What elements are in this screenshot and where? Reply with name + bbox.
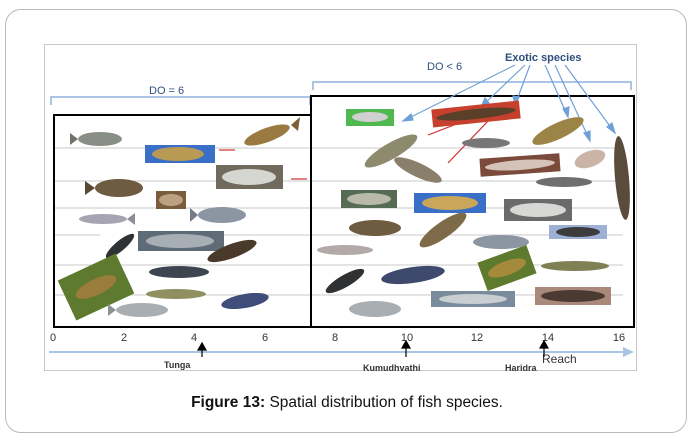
fish-images-right bbox=[317, 100, 630, 317]
fish-image bbox=[394, 157, 442, 183]
fish-image bbox=[79, 213, 135, 225]
fish-image bbox=[317, 245, 373, 255]
do-left-label: DO = 6 bbox=[149, 85, 184, 97]
fish-image bbox=[349, 301, 401, 317]
fish-image bbox=[156, 191, 186, 209]
fish-images-left bbox=[57, 117, 300, 321]
fish-image bbox=[574, 149, 606, 169]
tick-label: 16 bbox=[613, 332, 625, 344]
tick-label: 12 bbox=[471, 332, 483, 344]
fish-image bbox=[85, 179, 143, 197]
fish-image bbox=[419, 212, 467, 248]
fish-image bbox=[221, 292, 269, 310]
location-markers bbox=[196, 339, 550, 357]
fish-image bbox=[207, 239, 257, 263]
fish-image bbox=[100, 232, 140, 260]
fish-image bbox=[479, 153, 561, 177]
caption-label: Figure 13: bbox=[191, 394, 266, 411]
fish-image bbox=[614, 136, 630, 220]
fish-image bbox=[381, 265, 445, 285]
do-left-bracket bbox=[50, 96, 311, 105]
fish-image bbox=[431, 100, 521, 128]
reach-axis-label: Reach bbox=[542, 352, 577, 366]
fish-image bbox=[57, 253, 135, 321]
figure-caption: Figure 13: Spatial distribution of fish … bbox=[0, 394, 694, 412]
do-right-region bbox=[310, 95, 635, 328]
fish-image bbox=[341, 190, 397, 208]
exotic-species-label: Exotic species bbox=[505, 52, 581, 64]
figure-panel: DO = 6 DO < 6 Exotic species bbox=[44, 44, 637, 373]
fish-image bbox=[216, 165, 283, 189]
location-tunga: Tunga bbox=[164, 360, 191, 370]
tick-label: 14 bbox=[542, 332, 554, 344]
fish-image bbox=[541, 261, 609, 271]
fish-image bbox=[346, 109, 394, 126]
fish-image bbox=[535, 287, 611, 305]
caption-text: Spatial distribution of fish species. bbox=[265, 394, 503, 411]
x-axis-ticks: 0 2 4 6 8 10 12 14 16 bbox=[50, 332, 625, 344]
fish-image bbox=[431, 291, 515, 307]
fish-image bbox=[536, 177, 592, 187]
fish-image bbox=[477, 245, 537, 291]
fish-image bbox=[138, 231, 224, 251]
do-right-label: DO < 6 bbox=[427, 61, 462, 73]
fish-image bbox=[414, 193, 486, 213]
fish-image bbox=[70, 132, 122, 146]
tick-label: 4 bbox=[191, 332, 197, 344]
fish-image bbox=[244, 117, 300, 146]
fish-image bbox=[325, 268, 365, 294]
location-labels: Tunga Kumudhvathi Haridra bbox=[164, 360, 538, 373]
fish-image bbox=[190, 207, 246, 223]
fish-image bbox=[504, 199, 572, 221]
tick-label: 2 bbox=[121, 332, 127, 344]
location-haridra: Haridra bbox=[505, 363, 538, 372]
fish-image bbox=[532, 117, 584, 145]
reach-axis-arrowhead bbox=[623, 347, 634, 357]
tick-label: 6 bbox=[262, 332, 268, 344]
fish-image bbox=[549, 225, 607, 239]
fish-image bbox=[364, 134, 418, 168]
fish-image bbox=[462, 138, 510, 148]
tick-label: 8 bbox=[332, 332, 338, 344]
fish-distribution-diagram: DO = 6 DO < 6 Exotic species bbox=[49, 52, 635, 373]
location-kumudhvathi: Kumudhvathi bbox=[363, 363, 421, 372]
fish-image bbox=[149, 266, 209, 278]
fish-image bbox=[473, 235, 529, 249]
do-right-bracket bbox=[312, 81, 632, 90]
fish-image bbox=[349, 220, 401, 236]
fish-image bbox=[146, 289, 206, 299]
fish-image bbox=[108, 303, 168, 317]
tick-label: 10 bbox=[401, 332, 413, 344]
fish-image bbox=[145, 145, 215, 163]
tick-label: 0 bbox=[50, 332, 56, 344]
